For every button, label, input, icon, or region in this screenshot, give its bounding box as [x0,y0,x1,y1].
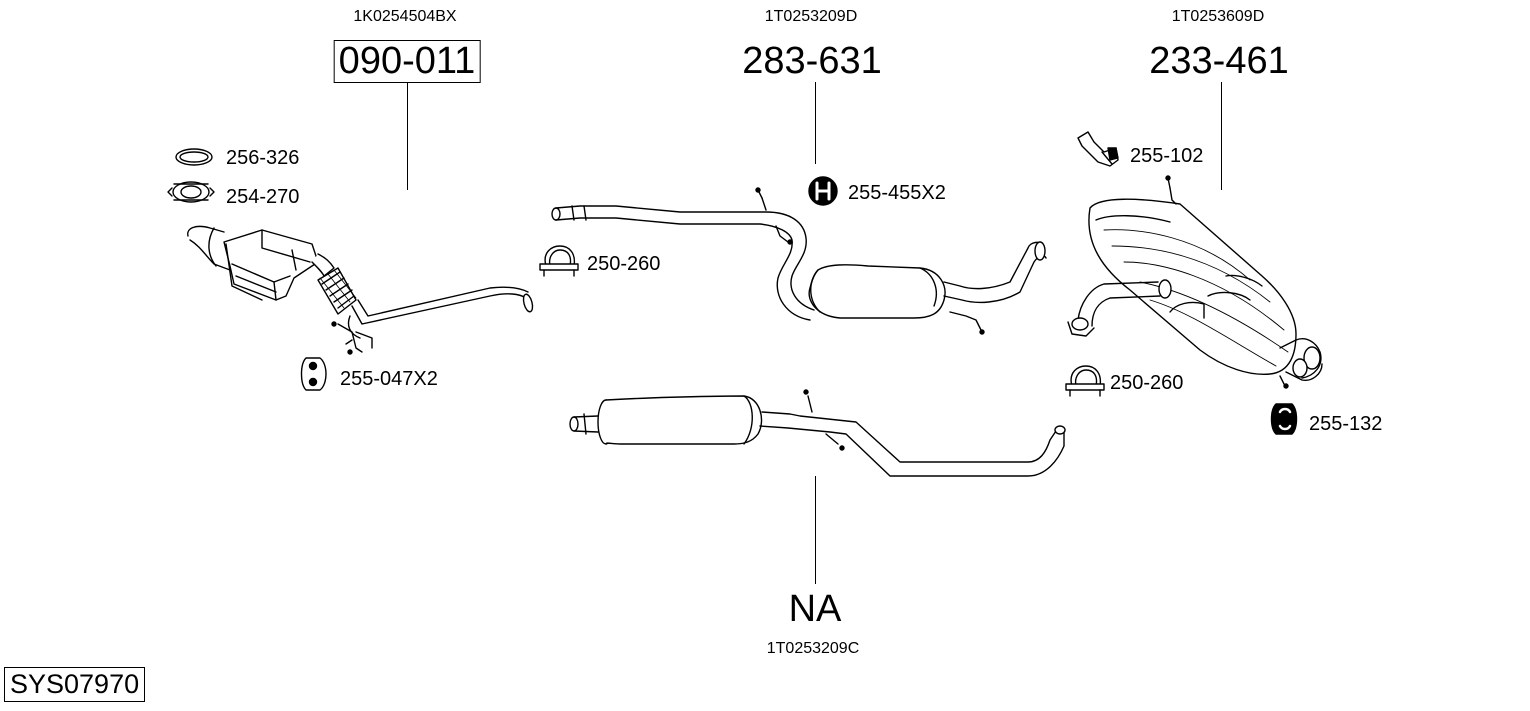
accessory-label[interactable]: 250-260 [587,253,661,275]
accessory-label[interactable]: 255-102 [1130,145,1204,167]
accessory-label[interactable]: 256-326 [226,147,300,169]
accessory-label[interactable]: 255-455X2 [848,182,946,204]
catalytic-converter-front-pipe [188,226,534,354]
accessory-label[interactable]: 254-270 [226,186,300,208]
part-number-label: NA [788,588,842,630]
round-hanger-icon [809,177,837,205]
mounting-bracket-icon [1078,132,1118,166]
accessory-label[interactable]: 255-047X2 [340,368,438,390]
leader-line-na [815,476,816,584]
oem-number: 1T0253209C [766,640,860,657]
u-bolt-clamp-icon [540,246,578,276]
part-number-label[interactable]: 233-461 [1149,40,1289,82]
oem-number: 1T0253609D [1171,8,1265,25]
rear-silencer [1068,176,1322,388]
rubber-hanger-icon [1272,404,1297,434]
leader-line-283-631 [815,82,816,164]
gasket-ring-icon [176,149,212,165]
part-number-label[interactable]: 283-631 [742,40,882,82]
middle-muffler-pipe [552,188,1046,334]
front-silencer-pipe [570,390,1065,476]
oem-number: 1T0253209D [764,8,858,25]
part-number-label[interactable]: 090-011 [333,40,481,83]
accessory-label[interactable]: 255-132 [1309,413,1383,435]
leader-line-090-011 [407,82,408,190]
accessory-label[interactable]: 250-260 [1110,372,1184,394]
oem-number: 1K0254504BX [353,8,457,25]
u-bolt-clamp-icon [1066,366,1104,396]
system-id-label: SYS07970 [4,667,146,702]
rubber-hanger-icon [302,358,327,390]
leader-line-233-461 [1221,82,1222,190]
flange-clamp-icon [168,182,214,202]
